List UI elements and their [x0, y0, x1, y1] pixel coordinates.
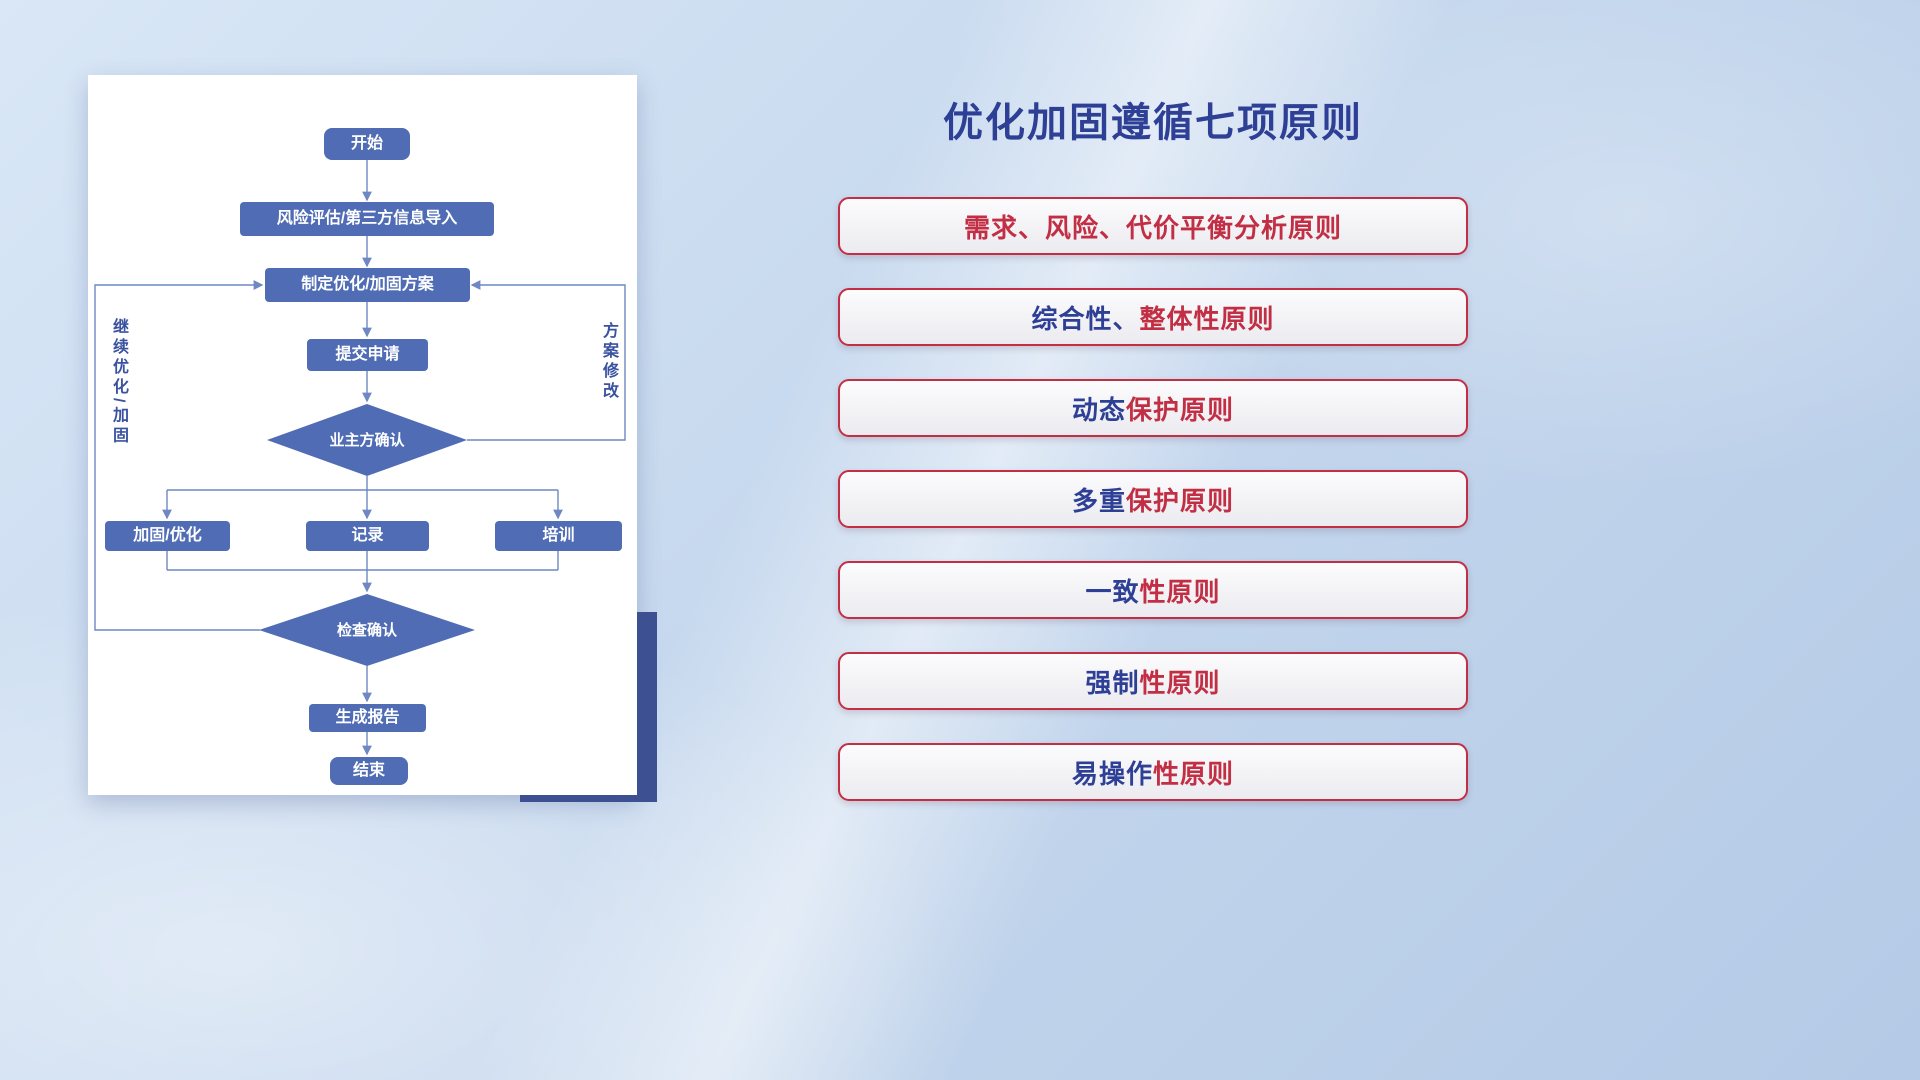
flow-node-risk-assessment: 风险评估/第三方信息导入 [240, 202, 494, 236]
loop-label-plan-modify: 方案修改 [600, 322, 617, 402]
principle-text-segment: 保护原则 [1126, 394, 1235, 425]
principle-item: 一致性原则 [838, 561, 1468, 619]
principle-text-segment: 性原则 [1153, 758, 1235, 789]
principle-item: 易操作性原则 [838, 743, 1468, 801]
owner-confirm-diamond [267, 404, 467, 476]
flowchart-card: 开始 风险评估/第三方信息导入 制定优化/加固方案 提交申请 业主方确认 加固/… [88, 75, 637, 795]
principle-text-segment: 整体性原则 [1139, 303, 1275, 334]
principle-text-segment: 保护原则 [1126, 485, 1235, 516]
principle-item: 动态保护原则 [838, 379, 1468, 437]
principle-item: 强制性原则 [838, 652, 1468, 710]
principle-text-segment: 易操作 [1071, 758, 1153, 789]
flow-node-reinforce-optimize: 加固/优化 [105, 521, 230, 551]
principle-item: 多重保护原则 [838, 470, 1468, 528]
principle-text-segment: 多重 [1071, 485, 1126, 516]
principle-text-segment: 动态 [1071, 394, 1126, 425]
check-confirm-diamond [259, 594, 475, 666]
flow-node-training: 培训 [495, 521, 622, 551]
flowchart-connectors [94, 160, 626, 756]
principle-text-segment: 一致 [1085, 576, 1140, 607]
flow-node-check-confirm-label: 检查确认 [336, 621, 397, 639]
principle-text-segment: 性原则 [1139, 667, 1221, 698]
principle-item: 需求、风险、代价平衡分析原则 [838, 197, 1468, 255]
flow-node-make-plan: 制定优化/加固方案 [265, 268, 470, 302]
flow-node-submit-application: 提交申请 [307, 339, 428, 371]
flow-node-end: 结束 [330, 757, 408, 785]
page-title: 优化加固遵循七项原则 [943, 101, 1363, 145]
principle-text-segment: 综合性、 [1031, 303, 1140, 334]
flow-node-generate-report: 生成报告 [309, 704, 426, 732]
principle-text-segment: 强制 [1085, 667, 1140, 698]
principle-text-segment: 需求、风险、代价平衡分析原则 [963, 212, 1342, 243]
flow-node-record: 记录 [306, 521, 429, 551]
flow-node-start: 开始 [324, 128, 410, 160]
principles-list: 需求、风险、代价平衡分析原则综合性、整体性原则动态保护原则多重保护原则一致性原则… [838, 197, 1468, 801]
principle-text-segment: 性原则 [1139, 576, 1221, 607]
loop-label-continue-optimize: 继续优化/加固 [110, 318, 127, 447]
principle-item: 综合性、整体性原则 [838, 288, 1468, 346]
flow-node-owner-confirm-label: 业主方确认 [329, 431, 405, 449]
